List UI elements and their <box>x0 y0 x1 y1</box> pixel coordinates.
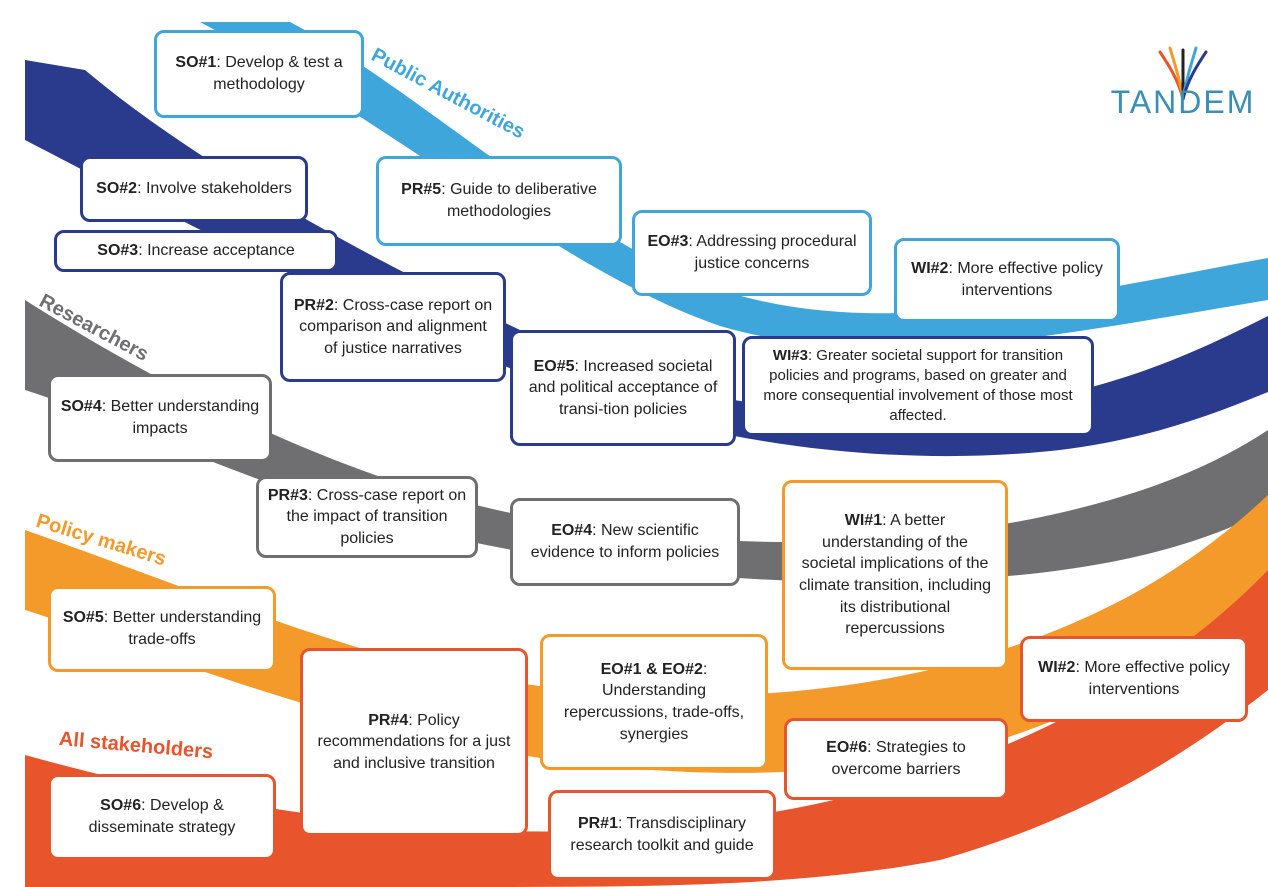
box-eo3: EO#3: Addressing procedural justice conc… <box>632 210 872 296</box>
box-wi3: WI#3: Greater societal support for trans… <box>742 336 1094 436</box>
box-pr5: PR#5: Guide to deliberative methodologie… <box>376 156 622 246</box>
ribbon-researchers <box>25 300 1268 583</box>
ribbon-all-stakeholders <box>25 570 1268 887</box>
box-so4: SO#4: Better understanding impacts <box>48 374 272 462</box>
box-eo12: EO#1 & EO#2: Understanding repercussions… <box>540 634 768 770</box>
tandem-logo-text: TANDEM <box>1110 84 1256 120</box>
box-pr4: PR#4: Policy recommendations for a just … <box>300 648 528 836</box>
box-eo5: EO#5: Increased societal and political a… <box>510 330 736 446</box>
box-eo6: EO#6: Strategies to overcome barriers <box>784 718 1008 800</box>
box-pr1: PR#1: Transdisciplinary research toolkit… <box>548 790 776 880</box>
box-so6: SO#6: Develop & disseminate strategy <box>48 774 276 860</box>
box-so3: SO#3: Increase acceptance <box>54 230 338 272</box>
tandem-hands-icon <box>1158 46 1208 101</box>
box-pr2: PR#2: Cross-case report on comparison an… <box>280 272 506 382</box>
box-wi2-all: WI#2: More effective policy intervention… <box>1020 636 1248 722</box>
box-so5: SO#5: Better understanding trade-offs <box>48 586 276 672</box>
box-so2: SO#2: Involve stakeholders <box>80 156 308 222</box>
box-so1: SO#1: Develop & test a methodology <box>154 30 364 118</box>
box-wi1: WI#1: A better understanding of the soci… <box>782 480 1008 670</box>
box-eo4: EO#4: New scientific evidence to inform … <box>510 498 740 586</box>
box-pr3: PR#3: Cross-case report on the impact of… <box>256 476 478 558</box>
box-wi2-public: WI#2: More effective policy intervention… <box>894 238 1120 322</box>
